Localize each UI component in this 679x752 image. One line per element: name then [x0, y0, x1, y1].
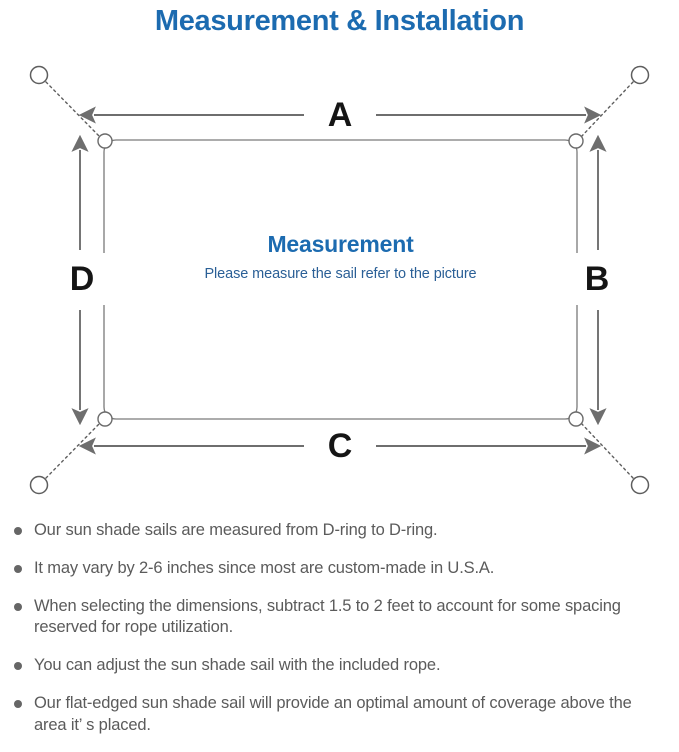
list-item: When selecting the dimensions, subtract …: [12, 596, 663, 640]
rope-top-left: [45, 81, 101, 138]
page-title: Measurement & Installation: [154, 4, 525, 37]
dimension-label-a: A: [309, 94, 371, 136]
measurement-diagram: A B C D Measurement Please measure the s…: [0, 42, 679, 520]
bullet-icon: [14, 602, 22, 611]
d-ring-bottom-right: [568, 411, 584, 427]
note-text: You can adjust the sun shade sail with t…: [34, 656, 441, 675]
anchor-posts: [29, 65, 650, 495]
bullet-icon: [14, 564, 22, 573]
anchor-post-top-right: [630, 65, 650, 85]
list-item: Our flat-edged sun shade sail will provi…: [12, 693, 663, 737]
dimension-arrows: [71, 106, 607, 455]
dimension-label-b: B: [571, 253, 623, 305]
bullet-icon: [14, 662, 22, 671]
rope-top-right: [580, 81, 634, 138]
note-text: Our flat-edged sun shade sail will provi…: [34, 693, 632, 734]
sail-center-title: Measurement: [267, 231, 414, 257]
dimension-label-d: D: [56, 253, 108, 305]
rope-bottom-left: [45, 422, 101, 479]
anchor-post-bottom-left: [29, 475, 49, 495]
d-rings: [97, 133, 584, 427]
list-item: Our sun shade sails are measured from D-…: [12, 520, 663, 542]
notes-list: Our sun shade sails are measured from D-…: [0, 520, 679, 752]
note-text: Our sun shade sails are measured from D-…: [34, 521, 438, 539]
list-item: You can adjust the sun shade sail with t…: [12, 655, 663, 677]
note-text: When selecting the dimensions, subtract …: [34, 596, 621, 637]
rope-bottom-right: [580, 422, 634, 479]
sail-center-subtitle: Please measure the sail refer to the pic…: [204, 266, 477, 283]
bullet-icon: [14, 699, 22, 708]
d-ring-top-left: [97, 133, 113, 149]
d-ring-top-right: [568, 133, 584, 149]
anchor-post-bottom-right: [630, 475, 650, 495]
bullet-icon: [14, 527, 22, 535]
note-text: It may vary by 2-6 inches since most are…: [34, 558, 495, 577]
dimension-label-c: C: [309, 425, 371, 467]
d-ring-bottom-left: [97, 411, 113, 427]
rope-lines: [45, 81, 634, 479]
list-item: It may vary by 2-6 inches since most are…: [12, 558, 663, 580]
sail-center-caption: Measurement Please measure the sail refe…: [104, 231, 577, 284]
anchor-post-top-left: [29, 65, 49, 85]
